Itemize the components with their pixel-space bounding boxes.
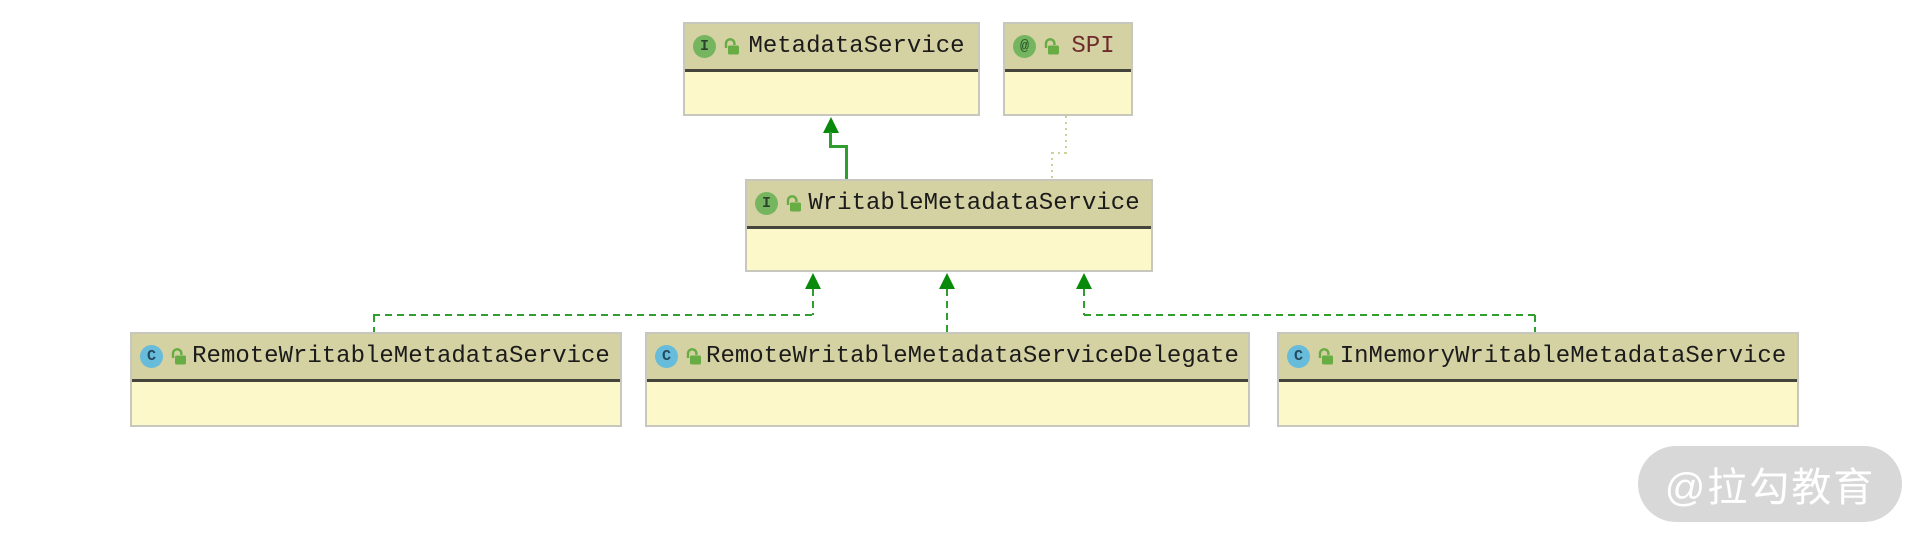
node-header: @ SPI bbox=[1005, 24, 1131, 72]
interface-icon: I bbox=[693, 35, 716, 58]
annotation-edge-segment bbox=[1051, 152, 1053, 179]
class-node-metadata-service[interactable]: I MetadataService bbox=[683, 22, 980, 116]
node-label: RemoteWritableMetadataService bbox=[192, 343, 610, 370]
implements-arrowhead-icon bbox=[939, 273, 955, 289]
annotation-edge-segment bbox=[1052, 152, 1067, 154]
implements-edge-segment bbox=[946, 289, 948, 332]
extends-edge-segment bbox=[829, 145, 848, 148]
implements-edge-segment bbox=[1534, 315, 1536, 332]
class-node-remote-writable-metadata-service-delegate[interactable]: C RemoteWritableMetadataServiceDelegate bbox=[645, 332, 1250, 427]
public-lock-icon bbox=[1318, 348, 1333, 365]
interface-icon: I bbox=[755, 192, 778, 215]
implements-arrowhead-icon bbox=[805, 273, 821, 289]
node-body bbox=[1005, 75, 1131, 114]
node-label: WritableMetadataService bbox=[808, 190, 1140, 217]
public-lock-icon bbox=[1044, 38, 1059, 55]
node-header: C RemoteWritableMetadataServiceDelegate bbox=[647, 334, 1248, 382]
class-icon: C bbox=[655, 345, 678, 368]
class-node-remote-writable-metadata-service[interactable]: C RemoteWritableMetadataService bbox=[130, 332, 622, 427]
class-node-spi[interactable]: @ SPI bbox=[1003, 22, 1133, 116]
extends-arrowhead-icon bbox=[823, 117, 839, 133]
node-body bbox=[1279, 385, 1797, 425]
annotation-edge-segment bbox=[1065, 116, 1067, 154]
node-label: SPI bbox=[1071, 33, 1115, 60]
node-header: C RemoteWritableMetadataService bbox=[132, 334, 620, 382]
implements-arrowhead-icon bbox=[1076, 273, 1092, 289]
node-label: MetadataService bbox=[748, 33, 965, 60]
watermark-badge: @拉勾教育 bbox=[1638, 446, 1902, 522]
watermark-text: @拉勾教育 bbox=[1664, 466, 1876, 510]
public-lock-icon bbox=[724, 38, 739, 55]
implements-edge-segment bbox=[373, 314, 814, 316]
annotation-icon: @ bbox=[1013, 35, 1036, 58]
node-label: InMemoryWritableMetadataService bbox=[1339, 343, 1787, 370]
implements-edge-segment bbox=[373, 315, 375, 332]
public-lock-icon bbox=[786, 195, 801, 212]
node-header: I WritableMetadataService bbox=[747, 181, 1151, 229]
node-label: RemoteWritableMetadataServiceDelegate bbox=[706, 343, 1239, 370]
class-icon: C bbox=[140, 345, 163, 368]
node-header: I MetadataService bbox=[685, 24, 978, 72]
implements-edge-segment bbox=[812, 289, 814, 315]
node-body bbox=[647, 385, 1248, 425]
extends-edge-segment bbox=[829, 132, 832, 148]
class-node-writable-metadata-service[interactable]: I WritableMetadataService bbox=[745, 179, 1153, 272]
implements-edge-segment bbox=[1084, 314, 1536, 316]
class-node-in-memory-writable-metadata-service[interactable]: C InMemoryWritableMetadataService bbox=[1277, 332, 1799, 427]
implements-edge-segment bbox=[1083, 289, 1085, 315]
class-icon: C bbox=[1287, 345, 1310, 368]
public-lock-icon bbox=[171, 348, 186, 365]
node-body bbox=[685, 75, 978, 114]
node-body bbox=[132, 385, 620, 425]
node-body bbox=[747, 232, 1151, 270]
node-header: C InMemoryWritableMetadataService bbox=[1279, 334, 1797, 382]
public-lock-icon bbox=[686, 348, 701, 365]
extends-edge-segment bbox=[845, 145, 848, 179]
